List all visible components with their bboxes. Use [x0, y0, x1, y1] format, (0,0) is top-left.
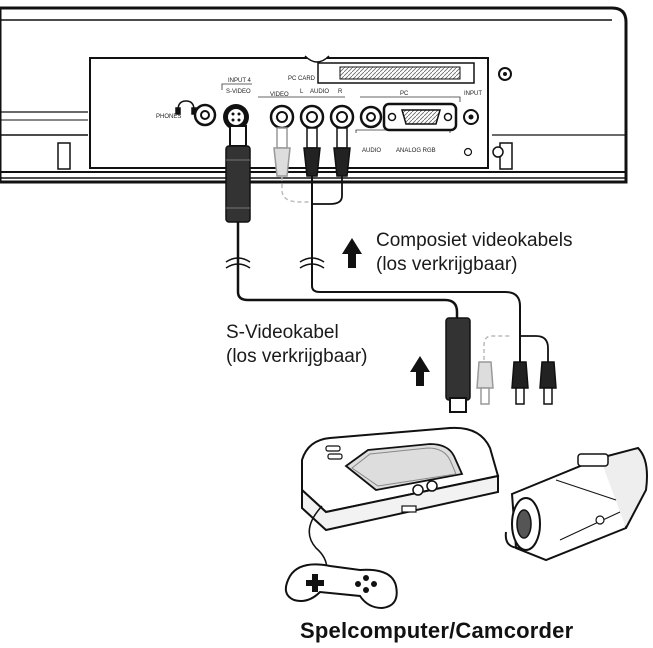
input-jack	[463, 109, 479, 125]
svideo-jack	[223, 104, 249, 130]
s-video-cable	[236, 222, 459, 320]
phones-label: PHONES	[156, 114, 181, 120]
composite-cable-label-line1: Composiet videokabels	[376, 230, 573, 251]
audio-r-jack	[329, 104, 355, 130]
game-console-icon	[301, 426, 500, 532]
composite-video-cable-dashed	[281, 170, 312, 203]
audio-l-plug-upper	[303, 127, 321, 177]
audio-l-label: L	[300, 89, 304, 95]
headphone-icon	[175, 100, 197, 115]
input4-label: INPUT 4	[228, 78, 252, 84]
svideo-label: S-VIDEO	[226, 89, 251, 95]
composite-video-cable-lower	[483, 335, 512, 360]
video-plug-upper	[273, 127, 291, 177]
s-video-plug-upper	[225, 125, 251, 223]
device-caption: Spelcomputer/Camcorder	[300, 618, 574, 643]
audio-l-jack	[299, 104, 325, 130]
camcorder-icon	[504, 446, 648, 562]
audio-label: AUDIO	[310, 89, 329, 95]
audio-r-plug-upper	[333, 127, 351, 177]
audio-l-plug-lower	[511, 361, 529, 405]
composite-cable-label-line2: (los verkrijgbaar)	[376, 254, 518, 275]
analog-rgb-port	[382, 102, 458, 132]
composite-audio-cable-lower-r	[520, 335, 549, 362]
audio-r-plug-lower	[539, 361, 557, 405]
video-jack	[269, 104, 295, 130]
composite-audio-cable	[311, 172, 521, 362]
arrow-up-svideo-icon	[410, 356, 430, 386]
arrow-up-composite-icon	[342, 238, 362, 268]
svideo-cable-label-line1: S-Videokabel	[226, 322, 339, 343]
analog-rgb-label: ANALOG RGB	[396, 148, 436, 154]
cable-break-svideo	[225, 257, 251, 269]
composite-audio-cable-r	[312, 172, 343, 205]
video-label: VIDEO	[270, 92, 289, 98]
pc-card-label: PC CARD	[288, 76, 316, 82]
audio-r-label: R	[338, 89, 343, 95]
cable-break-composite	[299, 257, 325, 269]
game-controller-icon	[284, 563, 398, 610]
phones-jack	[193, 103, 217, 127]
s-video-plug-lower	[445, 317, 471, 413]
pc-audio-jack	[359, 105, 383, 129]
audio-lower-label: AUDIO	[362, 148, 381, 154]
video-plug-lower	[476, 361, 494, 405]
input-label: INPUT	[464, 91, 482, 97]
svideo-cable-label-line2: (los verkrijgbaar)	[226, 346, 368, 367]
pc-label: PC	[400, 91, 409, 97]
